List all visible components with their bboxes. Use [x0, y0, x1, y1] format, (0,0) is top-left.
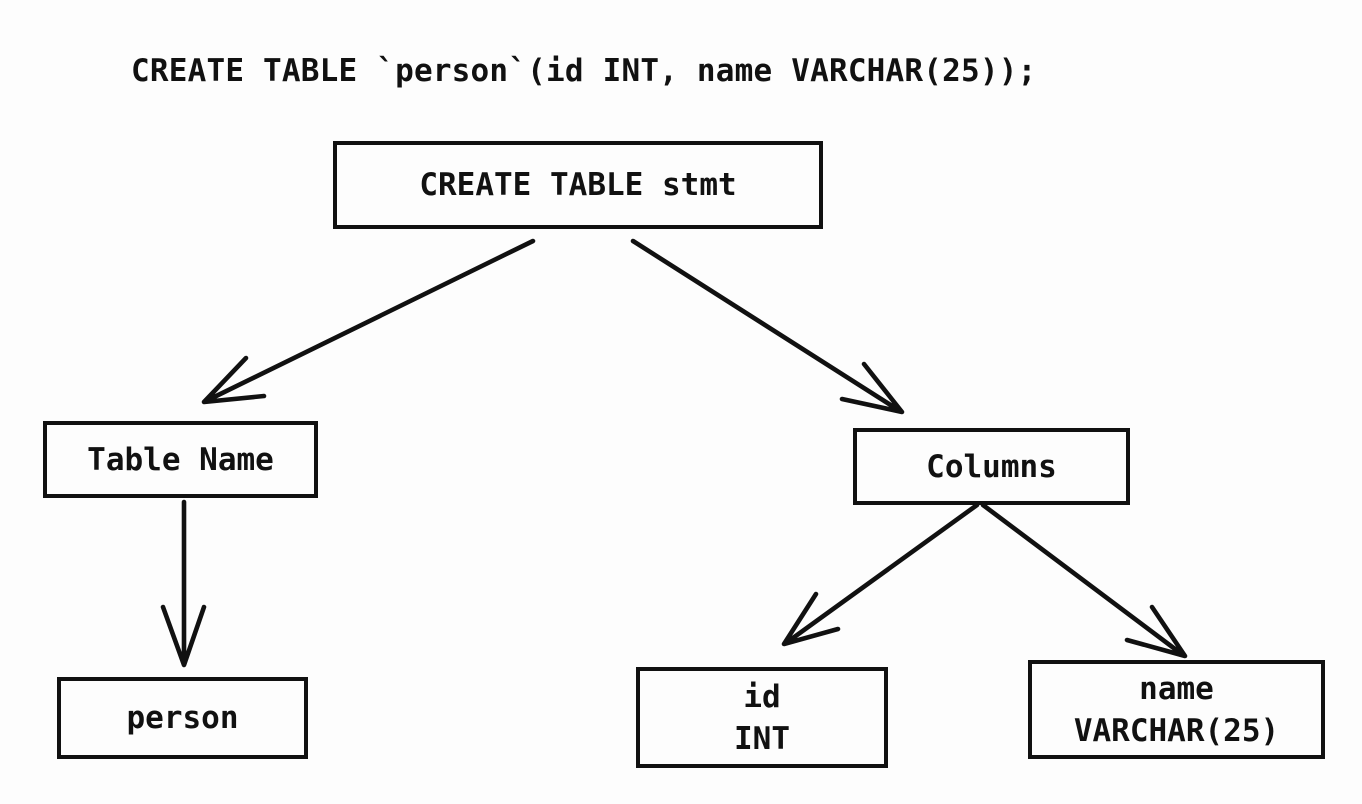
edge-columns-to-id [781, 502, 980, 647]
edge-table-name-to-person [160, 499, 207, 668]
node-id-int: id INT [636, 667, 888, 768]
edge-columns-to-name [980, 502, 1188, 659]
node-person: person [57, 677, 308, 759]
node-table-name: Table Name [43, 421, 318, 498]
edge-root-to-columns [630, 238, 905, 415]
sql-statement-text: CREATE TABLE `person`(id INT, name VARCH… [131, 53, 1037, 89]
node-id-int-type-line: INT [734, 720, 790, 757]
node-columns: Columns [853, 428, 1130, 505]
node-columns-label: Columns [926, 448, 1057, 485]
node-person-label: person [126, 700, 239, 736]
node-id-int-name-line: id [743, 678, 781, 715]
node-name-varchar-type-line: VARCHAR(25) [1073, 712, 1280, 749]
node-table-name-label: Table Name [87, 441, 274, 478]
node-create-table-stmt: CREATE TABLE stmt [333, 141, 823, 229]
node-create-table-stmt-label: CREATE TABLE stmt [419, 167, 737, 203]
edge-root-to-table-name [201, 238, 536, 405]
node-name-varchar: name VARCHAR(25) [1028, 660, 1325, 759]
node-name-varchar-name-line: name [1139, 670, 1214, 707]
